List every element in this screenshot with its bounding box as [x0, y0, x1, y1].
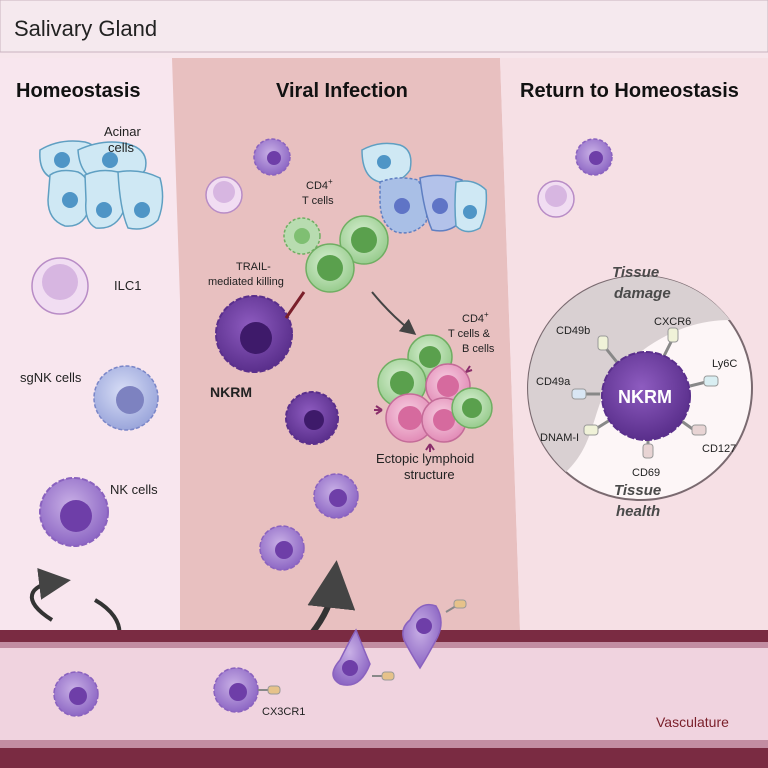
cd4b-label-2: T cells & — [448, 328, 491, 340]
nkrm-label-center: NKRM — [618, 387, 672, 407]
sgnk-label: sgNK cells — [20, 370, 82, 385]
circulation-arrow-up — [29, 568, 71, 622]
ilc1-cell-return — [537, 180, 575, 218]
cd4b-label-1: CD4+ — [462, 310, 489, 325]
nk-cell-return — [575, 138, 613, 176]
ly6c-label: Ly6C — [712, 358, 737, 370]
tissue-damage-label-1: Tissue — [612, 264, 659, 281]
nk-cell-transmigrating-2 — [402, 599, 467, 670]
ectopic-label-2: structure — [404, 467, 455, 482]
nk-cell-viral-low — [259, 525, 305, 571]
ilc1-cell-viral — [205, 176, 243, 214]
recruitment-arrow — [371, 291, 417, 335]
cd69-label: CD69 — [632, 467, 660, 479]
title-bar — [0, 0, 768, 53]
ectopic-lymphoid-structure — [374, 334, 493, 452]
cd4-label-1: CD4+ — [306, 177, 333, 192]
trail-label-1: TRAIL- — [236, 261, 271, 273]
nk-cell-vessel-mid — [213, 667, 281, 713]
nk-cell-transmigrating-1 — [332, 628, 395, 686]
cd127-label: CD127 — [702, 443, 736, 455]
acinar-label-2: cells — [108, 140, 135, 155]
nkrm-label-left: NKRM — [210, 384, 252, 400]
tissue-health-label-1: Tissue — [614, 482, 661, 499]
cd49b-label: CD49b — [556, 325, 590, 337]
cd4b-label-3: B cells — [462, 343, 495, 355]
cx3cr1-label: CX3CR1 — [262, 706, 305, 718]
acinar-cells-infected — [361, 142, 488, 234]
cd4-label-2: T cells — [302, 195, 334, 207]
nk-cell-small-top — [253, 138, 291, 176]
nk-cell-vessel-left — [53, 671, 99, 717]
cxcr6-label: CXCR6 — [654, 316, 691, 328]
nkrm-cell-center — [571, 327, 719, 459]
acinar-label-1: Acinar — [104, 124, 142, 139]
nk-cell-viral-mid — [313, 473, 359, 519]
trail-label-2: mediated killing — [208, 276, 284, 288]
ilc1-cell — [31, 257, 89, 315]
nk-cell-left — [39, 477, 109, 547]
acinar-cells-left — [39, 140, 164, 230]
cd49a-label: CD49a — [536, 376, 571, 388]
viral-infection-header: Viral Infection — [276, 80, 408, 102]
nk-label: NK cells — [110, 482, 158, 497]
homeostasis-header: Homeostasis — [16, 80, 141, 102]
dnam-label: DNAM-I — [540, 432, 579, 444]
tissue-damage-label-2: damage — [614, 285, 671, 302]
tissue-health-label-2: health — [616, 503, 660, 520]
t-cell-cluster — [283, 215, 389, 293]
return-header: Return to Homeostasis — [520, 80, 739, 102]
sgnk-cell — [93, 365, 159, 431]
ectopic-label-1: Ectopic lymphoid — [376, 451, 474, 466]
vasculature-label: Vasculature — [656, 714, 729, 730]
ilc1-label: ILC1 — [114, 278, 141, 293]
vasculature — [0, 630, 768, 768]
page-title: Salivary Gland — [14, 16, 157, 41]
nk-cell-viral-dark — [285, 391, 339, 445]
nkrm-cell-left — [215, 291, 306, 373]
tissue-damage-region — [528, 275, 730, 472]
